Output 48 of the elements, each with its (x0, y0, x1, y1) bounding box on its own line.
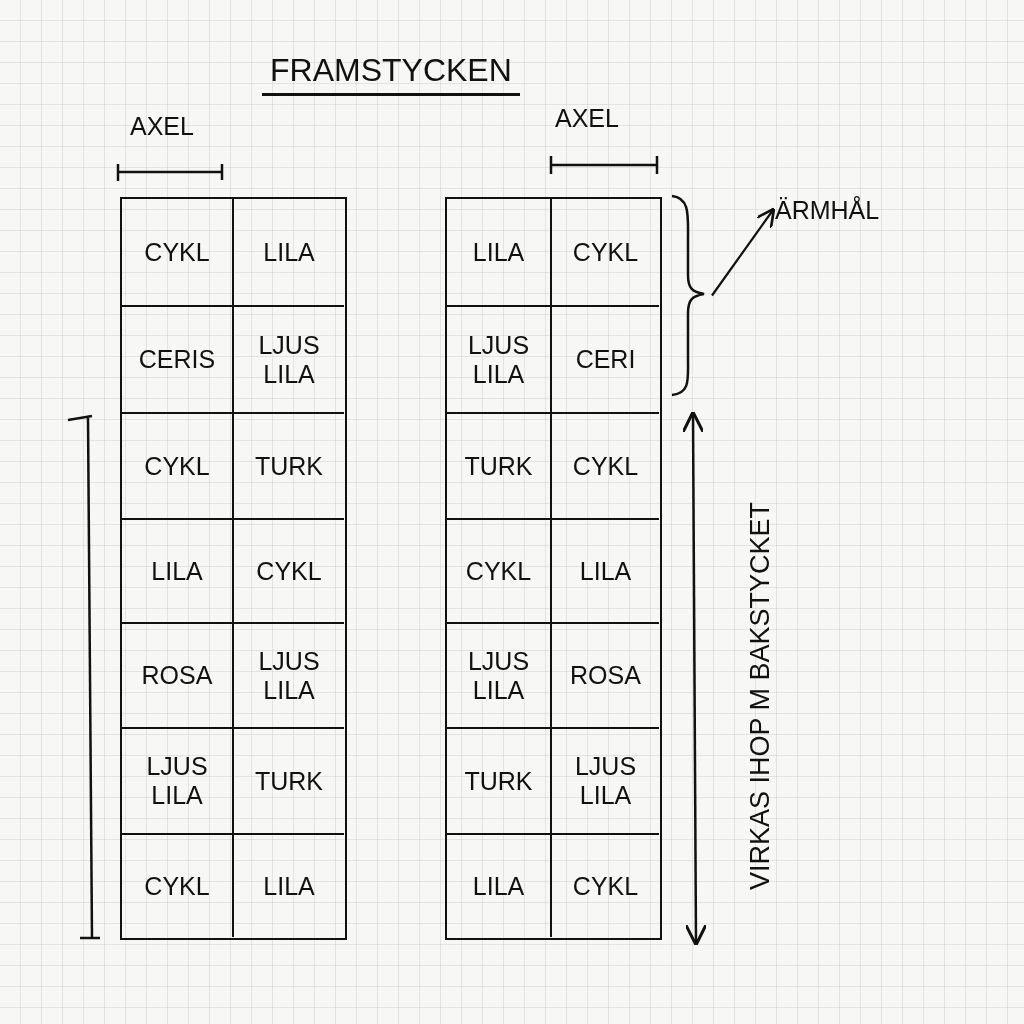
grid-cell (122, 624, 234, 729)
color-name: LJUS LILA (573, 752, 638, 810)
color-name: TURK (254, 766, 324, 796)
color-name: CYKL (572, 451, 639, 481)
color-name: CYKL (572, 237, 639, 267)
grid-cell (447, 624, 552, 729)
grid-cell (447, 199, 552, 307)
grid-cell (447, 520, 552, 624)
color-name: LJUS LILA (466, 646, 531, 705)
color-name: LJUS LILA (145, 752, 209, 810)
color-name: ROSA (570, 661, 641, 690)
color-name: TURK (254, 451, 324, 481)
color-name: CERI (575, 345, 636, 374)
grid-cell (122, 520, 234, 624)
grid-cell (122, 307, 234, 414)
grid-cell (122, 729, 234, 835)
vertical-note: VIRKAS IHOP M BAKSTYCKET (745, 501, 776, 890)
grid-cell (122, 414, 234, 520)
pattern-grid (445, 197, 662, 940)
arrow (711, 207, 776, 297)
grid-cell (447, 729, 552, 835)
color-name: TURK (464, 451, 533, 481)
part-label: ÄRMHÅL (775, 195, 880, 225)
color-name: LILA (151, 556, 203, 586)
color-name: CYKL (572, 871, 639, 901)
color-name: LILA (263, 871, 315, 901)
grid-cell (447, 414, 552, 520)
color-name: LILA (472, 237, 525, 267)
color-name: CERIS (138, 345, 216, 374)
pattern-grid (120, 197, 347, 940)
color-name: LJUS LILA (257, 330, 321, 389)
color-name: CYKL (144, 871, 210, 901)
color-name: CYKL (256, 556, 322, 586)
grid-cell (447, 307, 552, 414)
color-name: CYKL (144, 451, 210, 481)
measure-label: AXEL (130, 112, 194, 141)
color-name: CYKL (144, 237, 210, 267)
color-name: TURK (464, 766, 533, 796)
color-name: LILA (472, 871, 525, 901)
color-name: LJUS LILA (466, 330, 531, 389)
color-name: ROSA (141, 661, 213, 690)
grid-cell (122, 199, 234, 307)
color-name: CYKL (465, 556, 532, 586)
title: FRAMSTYCKEN (262, 52, 520, 96)
color-name: LJUS LILA (257, 646, 321, 705)
color-name: LILA (579, 556, 632, 586)
measure-label: AXEL (555, 104, 619, 133)
color-name: LILA (263, 237, 315, 267)
